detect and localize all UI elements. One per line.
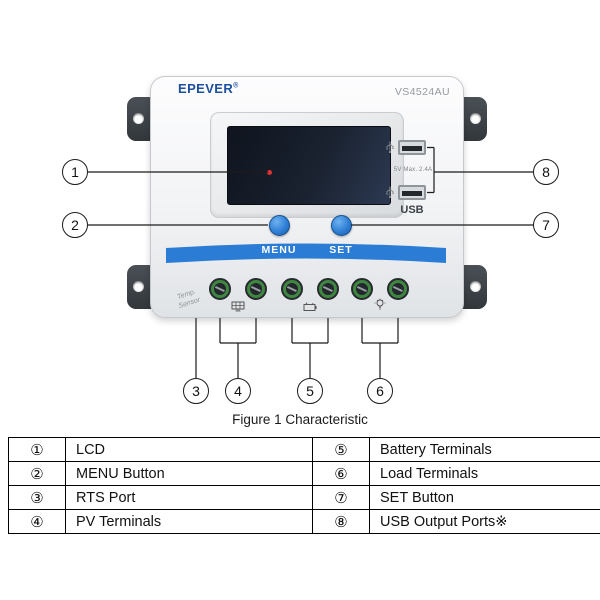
usb-port-1 xyxy=(398,140,426,155)
callout-number: 6 xyxy=(376,383,384,399)
menu-button xyxy=(269,215,290,236)
mounting-hole xyxy=(133,113,144,124)
mounting-tab-bottom-left xyxy=(127,265,154,309)
set-button xyxy=(331,215,352,236)
callout-number: 3 xyxy=(192,383,200,399)
battery-terminal-1 xyxy=(281,278,303,300)
model-number: VS4524AU xyxy=(394,86,450,98)
callout-number: 5 xyxy=(306,383,314,399)
legend-num: ③ xyxy=(8,485,66,510)
callout-number: 8 xyxy=(542,164,550,180)
figure-caption: Figure 1 Characteristic xyxy=(232,412,368,427)
callout-number: 4 xyxy=(234,383,242,399)
terminal-screw xyxy=(214,283,226,295)
callout-circle-3-rts: 3 xyxy=(183,378,209,404)
usb-label: USB xyxy=(400,204,424,216)
terminal-screw xyxy=(392,283,404,295)
load-terminal-1 xyxy=(351,278,373,300)
legend-desc: LCD xyxy=(65,437,313,462)
legend-row: ③ RTS Port ⑦ SET Button xyxy=(8,485,600,510)
legend-desc: Load Terminals xyxy=(369,461,600,486)
callout-number: 1 xyxy=(71,164,79,180)
registered-mark: ® xyxy=(233,82,239,90)
terminal-screw xyxy=(356,283,368,295)
brand-logo: EPEVER® xyxy=(178,81,239,96)
usb-port-2 xyxy=(398,185,426,200)
legend-row: ④ PV Terminals ⑧ USB Output Ports※ xyxy=(8,509,600,534)
pv-terminal-2 xyxy=(245,278,267,300)
mounting-tab-bottom-right xyxy=(460,265,487,309)
legend-desc: MENU Button xyxy=(65,461,313,486)
callout-circle-2-menu: 2 xyxy=(62,212,88,238)
legend-num: ④ xyxy=(8,509,66,534)
legend-num: ② xyxy=(8,461,66,486)
legend-num: ⑦ xyxy=(312,485,370,510)
solar-panel-icon xyxy=(231,301,245,312)
blue-band-shape xyxy=(166,243,446,263)
set-label: SET xyxy=(329,244,353,256)
mounting-hole xyxy=(133,281,144,292)
usb-port-tongue xyxy=(402,191,422,196)
callout-circle-8-usb: 8 xyxy=(533,159,559,185)
battery-terminal-2 xyxy=(317,278,339,300)
legend-row: ① LCD ⑤ Battery Terminals xyxy=(8,437,600,462)
usb-port-tongue xyxy=(402,146,422,151)
callout-number: 7 xyxy=(542,217,550,233)
legend-desc: Battery Terminals xyxy=(369,437,600,462)
legend-desc: SET Button xyxy=(369,485,600,510)
terminal-screw xyxy=(322,283,334,295)
blue-band xyxy=(166,243,446,263)
legend-num: ⑧ xyxy=(312,509,370,534)
callout-number: 2 xyxy=(71,217,79,233)
pv-terminal-1 xyxy=(209,278,231,300)
menu-label: MENU xyxy=(261,244,297,256)
callout-circle-6-load: 6 xyxy=(367,378,393,404)
terminal-screw xyxy=(250,283,262,295)
callout-circle-5-battery: 5 xyxy=(297,378,323,404)
mounting-hole xyxy=(470,281,481,292)
lcd-indicator-dot xyxy=(267,170,272,175)
brand-text: EPEVER xyxy=(178,81,234,96)
legend-num: ① xyxy=(8,437,66,462)
callout-bracket-6-load xyxy=(361,318,399,378)
legend-desc: USB Output Ports※ xyxy=(369,509,600,534)
callout-bracket-4-pv xyxy=(219,318,257,378)
usb-trident-icon xyxy=(386,186,394,199)
usb-trident-icon xyxy=(386,141,394,154)
mounting-hole xyxy=(470,113,481,124)
legend-row: ② MENU Button ⑥ Load Terminals xyxy=(8,461,600,486)
callout-circle-4-pv: 4 xyxy=(225,378,251,404)
legend-num: ⑥ xyxy=(312,461,370,486)
callout-circle-7-set: 7 xyxy=(533,212,559,238)
mounting-tab-top-right xyxy=(460,97,487,141)
legend-table: ① LCD ⑤ Battery Terminals ② MENU Button … xyxy=(8,437,600,534)
legend-desc: PV Terminals xyxy=(65,509,313,534)
load-terminal-2 xyxy=(387,278,409,300)
lamp-icon xyxy=(374,298,386,310)
lcd-screen xyxy=(227,126,391,205)
terminal-screw xyxy=(286,283,298,295)
callout-bracket-5-battery xyxy=(291,318,329,378)
battery-icon xyxy=(303,302,317,311)
legend-desc: RTS Port xyxy=(65,485,313,510)
legend-num: ⑤ xyxy=(312,437,370,462)
usb-spec-text: 5V Max. 2.4A xyxy=(393,167,433,173)
callout-circle-1-lcd: 1 xyxy=(62,159,88,185)
mounting-tab-top-left xyxy=(127,97,154,141)
